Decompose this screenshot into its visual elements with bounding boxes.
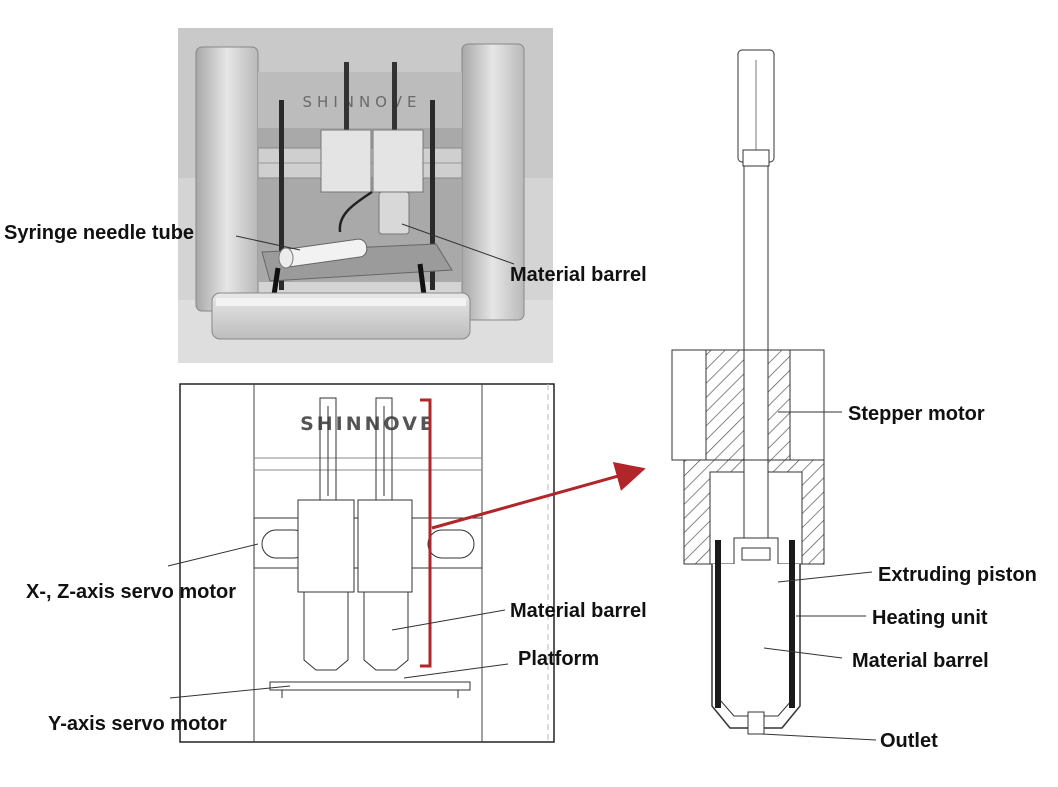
front-view-drawing: SHINNOVE bbox=[167, 383, 646, 743]
label-section-material-barrel: Material barrel bbox=[852, 650, 989, 672]
label-stepper-motor: Stepper motor bbox=[848, 403, 985, 425]
label-xz-axis-servo-motor: X-, Z-axis servo motor bbox=[26, 581, 237, 603]
photo-logo: SHINNOVE bbox=[303, 93, 422, 111]
drawing-logo: SHINNOVE bbox=[300, 413, 436, 435]
label-photo-material-barrel: Material barrel bbox=[510, 264, 647, 286]
printer-photo: SHINNOVE bbox=[178, 28, 553, 363]
label-front-material-barrel: Material barrel bbox=[510, 600, 647, 622]
label-syringe-needle-tube: Syringe needle tube bbox=[4, 222, 195, 244]
label-heating-unit: Heating unit bbox=[872, 607, 988, 629]
label-outlet: Outlet bbox=[880, 730, 938, 752]
label-y-axis-servo-motor: Y-axis servo motor bbox=[48, 713, 227, 735]
extruder-cross-section bbox=[671, 49, 877, 741]
label-extruding-piston: Extruding piston bbox=[878, 564, 1037, 586]
heating-element-right bbox=[789, 540, 795, 708]
heating-element-left bbox=[715, 540, 721, 708]
label-platform: Platform bbox=[518, 648, 600, 670]
